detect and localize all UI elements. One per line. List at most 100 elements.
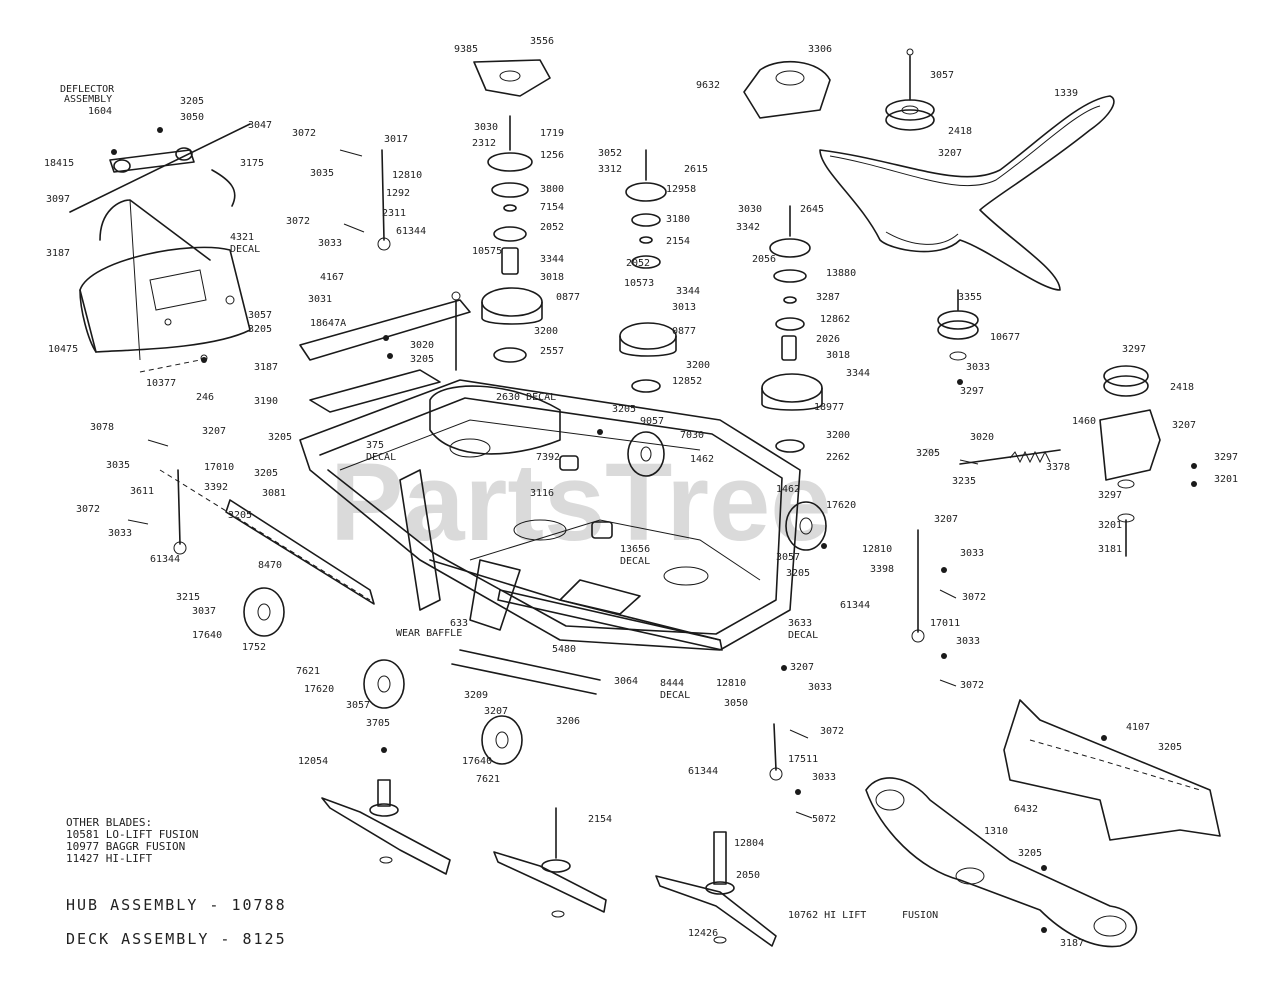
part-callout: 10573 xyxy=(624,278,654,289)
part-callout: 3033 xyxy=(108,528,132,539)
baffle[interactable] xyxy=(497,589,723,651)
part-callout: 633 xyxy=(450,618,468,629)
part-callout: 2056 xyxy=(752,254,776,265)
part-callout: 3378 xyxy=(1046,462,1070,473)
idler-arm-right[interactable] xyxy=(1099,365,1161,557)
part-callout: 3205 xyxy=(268,432,292,443)
part-callout: 3306 xyxy=(808,44,832,55)
right-spindle[interactable] xyxy=(761,205,823,453)
blade-left[interactable] xyxy=(321,779,451,875)
part-callout: 3205 xyxy=(612,404,636,415)
spindle-cover-9385[interactable] xyxy=(473,59,551,97)
part-callout: 1339 xyxy=(1054,88,1078,99)
part-callout: 3175 xyxy=(240,158,264,169)
idler-pulley-right[interactable] xyxy=(937,289,979,361)
part-callout: DECAL xyxy=(620,556,650,567)
part-callout: 3297 xyxy=(1122,344,1146,355)
part-callout: 10762 HI LIFT xyxy=(788,910,866,921)
part-callout: 3072 xyxy=(960,680,984,691)
part-callout: 12810 xyxy=(392,170,422,181)
part-callout: 3181 xyxy=(1098,544,1122,555)
part-callout: 1462 xyxy=(690,454,714,465)
part-callout: 4321 xyxy=(230,232,254,243)
part-callout: 3033 xyxy=(318,238,342,249)
part-callout: 3057 xyxy=(776,552,800,563)
part-callout: 3050 xyxy=(724,698,748,709)
part-callout: 3187 xyxy=(1060,938,1084,949)
part-callout: DECAL xyxy=(230,244,260,255)
blade-right[interactable] xyxy=(655,831,777,947)
part-callout: 2052 xyxy=(540,222,564,233)
part-callout: WEAR BAFFLE xyxy=(396,628,462,639)
part-callout: 3017 xyxy=(384,134,408,145)
part-callout: 3205 xyxy=(180,96,204,107)
part-callout: 3800 xyxy=(540,184,564,195)
rod-8470[interactable] xyxy=(159,469,375,605)
part-callout: 375 xyxy=(366,440,384,451)
part-callout: 0877 xyxy=(672,326,696,337)
rear-rod-5480[interactable] xyxy=(451,649,601,695)
spring-3378[interactable] xyxy=(959,449,1061,465)
part-callout: 1310 xyxy=(984,826,1008,837)
part-callout: 5072 xyxy=(812,814,836,825)
left-spindle[interactable] xyxy=(481,115,543,363)
gauge-wheel-7030[interactable] xyxy=(627,431,665,477)
part-callout: 3072 xyxy=(962,592,986,603)
belt-cover-9632[interactable] xyxy=(743,60,831,119)
part-callout: 3057 xyxy=(346,700,370,711)
gauge-wheel-front-right[interactable] xyxy=(785,501,827,551)
part-callout: DECAL xyxy=(788,630,818,641)
belt-guard-6432[interactable] xyxy=(1003,699,1221,841)
part-callout: 3206 xyxy=(556,716,580,727)
blade-middle[interactable] xyxy=(493,807,607,918)
lift-bracket[interactable] xyxy=(299,291,521,631)
gauge-wheel-rear-left[interactable] xyxy=(363,659,405,709)
idler-pulley-top[interactable] xyxy=(885,48,935,131)
part-callout: 3037 xyxy=(192,606,216,617)
notes-block: OTHER BLADES: 10581 LO-LIFT FUSION 10977… xyxy=(66,816,285,948)
part-callout: 3355 xyxy=(958,292,982,303)
part-callout: 13656 xyxy=(620,544,650,555)
part-callout: 1460 xyxy=(1072,416,1096,427)
part-callout: 3398 xyxy=(870,564,894,575)
gauge-wheel-rear-mid[interactable] xyxy=(481,715,523,765)
part-callout: 3392 xyxy=(204,482,228,493)
part-callout: 1719 xyxy=(540,128,564,139)
drive-belt[interactable] xyxy=(819,95,1115,291)
part-callout: 2262 xyxy=(826,452,850,463)
part-callout: 2615 xyxy=(684,164,708,175)
gauge-wheel-front-left[interactable] xyxy=(243,587,285,637)
part-callout: 61344 xyxy=(396,226,426,237)
part-callout: 3050 xyxy=(180,112,204,123)
part-callout: 12426 xyxy=(688,928,718,939)
part-callout: 2312 xyxy=(472,138,496,149)
part-callout: DECAL xyxy=(366,452,396,463)
part-callout: 3611 xyxy=(130,486,154,497)
blade-option-3: 11427 HI-LIFT xyxy=(66,852,152,865)
part-callout: 3018 xyxy=(826,350,850,361)
part-callout: 17640 xyxy=(192,630,222,641)
part-callout: 2645 xyxy=(800,204,824,215)
middle-spindle[interactable] xyxy=(619,149,677,393)
part-callout: 3180 xyxy=(666,214,690,225)
part-callout: 2050 xyxy=(736,870,760,881)
part-callout: 3201 xyxy=(1098,520,1122,531)
part-callout: 3344 xyxy=(846,368,870,379)
part-callout: 3187 xyxy=(46,248,70,259)
mower-deck[interactable] xyxy=(299,379,801,651)
part-callout: 3057 xyxy=(930,70,954,81)
part-callout: 3020 xyxy=(410,340,434,351)
part-callout: 3018 xyxy=(540,272,564,283)
part-callout: 10575 xyxy=(472,246,502,257)
idler-arm-1310[interactable] xyxy=(865,777,1138,948)
part-callout: 10677 xyxy=(990,332,1020,343)
hardware-bolts xyxy=(111,127,1197,933)
blade-option-1: 10581 LO-LIFT FUSION xyxy=(66,828,198,841)
part-callout: 2311 xyxy=(382,208,406,219)
part-callout: 3200 xyxy=(686,360,710,371)
deflector-assembly[interactable] xyxy=(69,123,251,373)
part-callout: 3207 xyxy=(938,148,962,159)
part-callout: 12862 xyxy=(820,314,850,325)
part-callout: 3057 xyxy=(248,310,272,321)
part-callout: 1292 xyxy=(386,188,410,199)
